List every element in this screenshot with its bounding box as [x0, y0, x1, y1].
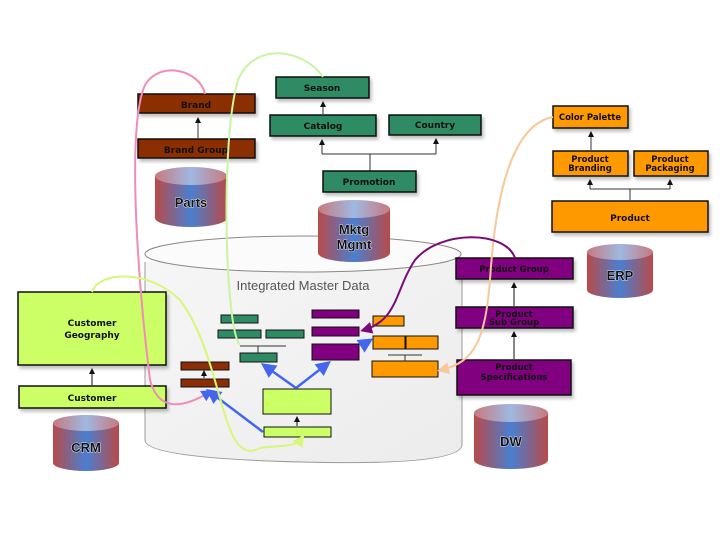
product-packaging-label-2: Packaging — [645, 164, 694, 174]
mini-customer-geography — [262, 388, 332, 415]
crm-group: Customer Geography Customer — [17, 291, 167, 409]
mini-product-packaging — [405, 335, 439, 350]
arrow-to-dw — [295, 360, 331, 389]
mktg-database: Mktg Mgmt — [318, 200, 390, 262]
brand-group-box[interactable] — [137, 138, 256, 159]
product-packaging-label-1: Product — [651, 155, 689, 165]
customer-geography-label-2: Geography — [64, 331, 119, 341]
erp-group: Color Palette Product Branding Product P… — [551, 105, 709, 233]
mini-product-sub-group — [311, 326, 360, 337]
mini-product — [371, 360, 439, 378]
dw-db-label: DW — [500, 434, 522, 449]
mini-product-specs — [311, 343, 360, 361]
dw-database: DW — [474, 404, 548, 469]
mktg-db-label-2: Mgmt — [337, 237, 372, 252]
promotion-box[interactable] — [322, 170, 417, 193]
mini-brand-group — [180, 378, 230, 388]
product-box[interactable] — [551, 200, 709, 233]
product-packaging-box[interactable] — [633, 150, 709, 177]
erp-db-label: ERP — [607, 268, 634, 283]
mini-color-palette — [372, 315, 405, 327]
mktg-mapping-curve — [225, 52, 324, 346]
catalog-box[interactable] — [269, 114, 377, 137]
crm-database: CRM — [53, 415, 119, 471]
catalog-label: Catalog — [304, 122, 343, 132]
color-palette-label: Color Palette — [559, 113, 622, 123]
product-branding-box[interactable] — [552, 150, 629, 177]
mini-product-group — [311, 309, 360, 319]
product-specifications-box[interactable] — [456, 359, 572, 396]
customer-geography-label-1: Customer — [68, 319, 117, 329]
parts-mapping-curve — [134, 69, 214, 406]
product-branding-label-1: Product — [571, 155, 609, 165]
mini-country — [265, 329, 305, 339]
brand-group-label: Brand Group — [164, 146, 229, 156]
crm-db-label: CRM — [71, 440, 101, 455]
arrow-to-parts — [206, 388, 264, 433]
arrow-to-mktg — [260, 363, 297, 390]
promotion-label: Promotion — [343, 178, 396, 188]
product-specs-label-2: Specifications — [481, 373, 548, 383]
dw-mapping-curve — [360, 236, 516, 334]
product-label: Product — [610, 214, 650, 224]
integrated-model — [180, 309, 439, 438]
promotion-connector — [321, 141, 437, 171]
crm-mapping-curve — [91, 275, 305, 452]
mini-season — [220, 314, 259, 324]
parts-database: Parts — [155, 167, 227, 227]
brand-box[interactable] — [137, 93, 256, 114]
product-connector — [590, 188, 670, 200]
product-sub-group-label-2: Sub Group — [489, 318, 539, 328]
mini-brand — [180, 361, 230, 371]
parts-group: Brand Brand Group — [137, 93, 256, 159]
product-sub-group-label-1: Product — [495, 310, 533, 320]
arrow-dw-to-erp — [356, 338, 374, 353]
mini-catalog — [217, 329, 262, 339]
dw-group: Product Group Product Sub Group Product … — [455, 257, 574, 396]
customer-box[interactable] — [18, 385, 167, 409]
country-label: Country — [415, 121, 455, 131]
erp-database: ERP — [587, 244, 653, 298]
hub-title: Integrated Master Data — [237, 278, 371, 293]
mini-customer — [263, 426, 332, 438]
mini-promotion — [239, 352, 278, 363]
erp-mapping-curve — [437, 116, 554, 375]
brand-label: Brand — [181, 101, 211, 111]
product-specs-label-1: Product — [495, 363, 533, 373]
country-box[interactable] — [388, 114, 482, 136]
mini-product-branding — [372, 335, 406, 350]
mktg-db-label-1: Mktg — [339, 222, 369, 237]
product-branding-label-2: Branding — [568, 164, 612, 174]
customer-label: Customer — [68, 394, 117, 404]
mktg-group: Season Catalog Country Promotion — [269, 76, 482, 193]
season-label: Season — [304, 84, 341, 94]
parts-db-label: Parts — [175, 195, 208, 210]
product-group-label: Product Group — [479, 265, 549, 275]
